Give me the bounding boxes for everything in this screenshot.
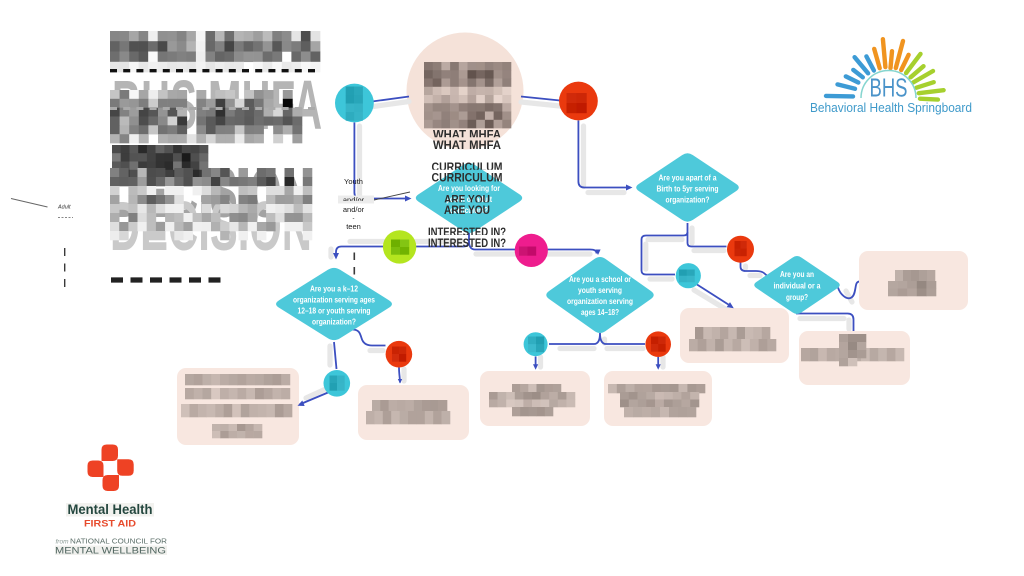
svg-text:WHAT MHFA: WHAT MHFA [433,127,501,141]
svg-text:NATIONAL COUNCIL FOR: NATIONAL COUNCIL FOR [70,539,167,546]
svg-text:and/or: and/or [343,205,365,214]
svg-text:Are you a k–12: Are you a k–12 [310,285,358,294]
svg-text:curriculum?: curriculum? [450,206,488,215]
svg-text:organization serving: organization serving [567,297,633,306]
svg-text:12–18 or youth serving: 12–18 or youth serving [298,307,371,316]
svg-text:ARE YOU: ARE YOU [444,203,490,217]
svg-text:Youth: Youth [344,177,363,186]
svg-text:group?: group? [786,293,808,302]
svg-text:teen: teen [346,222,361,231]
svg-text:-: - [353,216,355,222]
svg-text:CURRICULUM: CURRICULUM [432,171,503,185]
svg-text:organization serving ages: organization serving ages [293,296,375,305]
svg-text:youth or adult: youth or adult [446,195,492,204]
svg-text:CURRICULUM: CURRICULUM [432,160,503,174]
svg-text:Are you an: Are you an [780,270,814,279]
svg-text:Mental Health: Mental Health [68,501,153,517]
svg-text:Are you apart of a: Are you apart of a [659,174,717,183]
svg-text:from: from [56,539,70,546]
svg-text:Are you looking for: Are you looking for [438,184,501,193]
svg-text:INTERESTED IN?: INTERESTED IN? [428,236,506,250]
svg-text:Are you a school or: Are you a school or [569,275,632,284]
svg-text:organization?: organization? [312,318,356,327]
svg-text:BHS: BHS [870,73,908,103]
svg-text:Birth to 5yr serving: Birth to 5yr serving [657,185,719,194]
svg-text:youth serving: youth serving [578,286,622,295]
svg-text:FIRST AID: FIRST AID [84,519,137,529]
svg-text:ages 14–18?: ages 14–18? [581,308,619,317]
svg-text:organization?: organization? [666,196,710,205]
svg-text:Adult: Adult [57,205,71,211]
svg-text:Behavioral Health Springboard: Behavioral Health Springboard [810,100,972,115]
svg-text:individual or a: individual or a [774,282,821,291]
svg-text:ARE YOU: ARE YOU [444,193,490,207]
svg-text:and/or: and/or [343,196,365,205]
svg-text:INTERESTED IN?: INTERESTED IN? [428,225,506,239]
svg-text:WHAT MHFA: WHAT MHFA [433,138,501,152]
svg-text:MENTAL WELLBEING: MENTAL WELLBEING [55,546,166,557]
